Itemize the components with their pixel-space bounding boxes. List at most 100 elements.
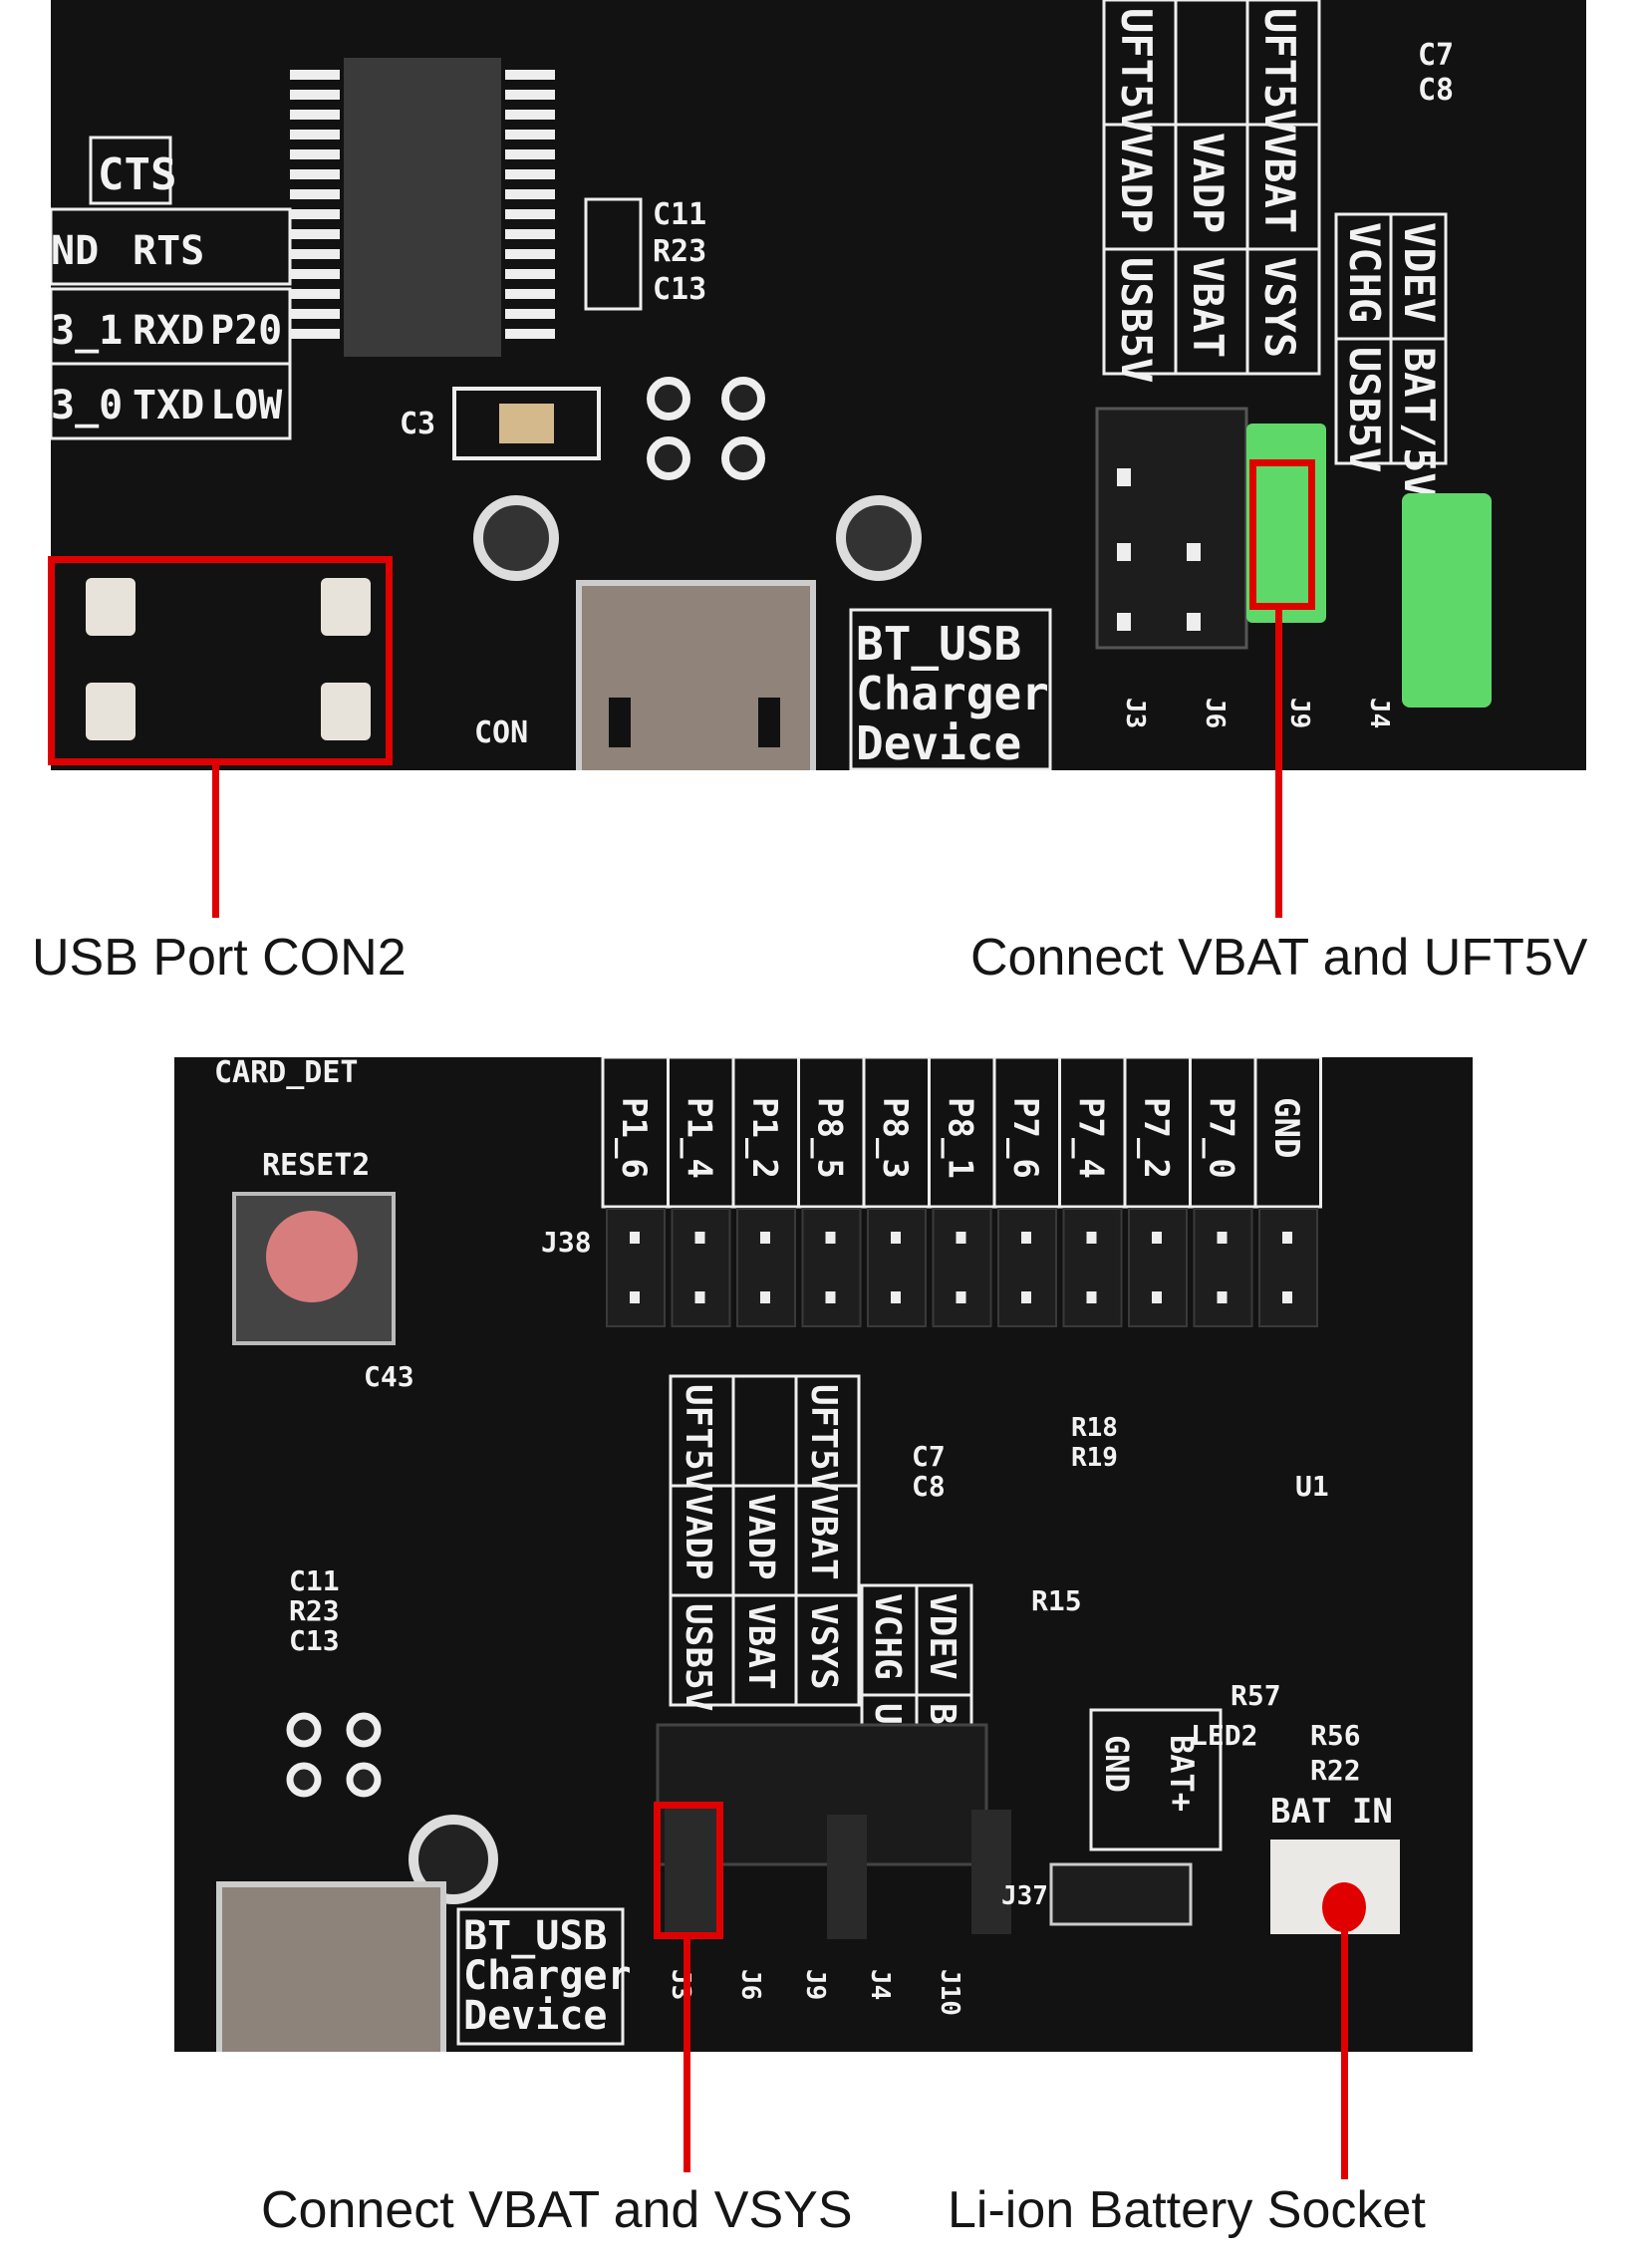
header-pin-marks	[1117, 468, 1201, 631]
header-pin-mark	[760, 1232, 770, 1244]
mounting-hole-right	[836, 495, 922, 581]
header-pin-label: GND	[1266, 1097, 1306, 1158]
header-pin	[1258, 1208, 1318, 1327]
jumper-label-vbat: VBAT	[803, 1494, 844, 1580]
green-jumper-bat5v	[1402, 493, 1492, 708]
jumper-label-vdev: VDEV	[1395, 222, 1444, 323]
header-pin-label: P8_5	[810, 1097, 850, 1179]
jumper-label-cell	[794, 1593, 861, 1707]
header-pin-label: P7_4	[1071, 1097, 1111, 1179]
header-pin-mark	[956, 1291, 966, 1303]
jumper-label-usb5v: USB5V	[678, 1603, 718, 1711]
jumper-label-vadp: VADP	[678, 1494, 718, 1580]
uart-rts: RTS	[133, 228, 204, 274]
header-pin-mark	[1152, 1232, 1162, 1244]
part-c43: C43	[364, 1360, 414, 1393]
con2-pads	[86, 578, 371, 740]
jumper-label-vbat: VBAT	[1255, 133, 1304, 233]
j37-header	[1049, 1862, 1193, 1926]
header-pin-mark	[1217, 1232, 1228, 1244]
bt-usb-device: Device	[856, 716, 1021, 770]
chip-pin	[505, 309, 555, 319]
header-pin	[997, 1208, 1057, 1327]
battery-label-box	[1089, 1708, 1223, 1851]
header-pin	[801, 1208, 862, 1327]
callout-line-usb-port	[212, 765, 219, 918]
header-pin-mark	[825, 1232, 836, 1244]
reset2-label: RESET2	[262, 1148, 370, 1183]
bt-usb-label: BT_USB	[463, 1913, 608, 1959]
ftdi-chip	[290, 58, 555, 357]
part-j3: J3	[1120, 698, 1150, 728]
chip-pin	[290, 209, 340, 219]
part-r23: R23	[289, 1594, 340, 1627]
chip-pin	[505, 289, 555, 299]
card-det-label: CARD_DET	[214, 1057, 359, 1090]
chip-pin	[290, 309, 340, 319]
micro-usb-connector	[216, 1881, 446, 2052]
header-pin	[867, 1208, 927, 1327]
uart-cts: CTS	[98, 149, 176, 200]
part-j37: J37	[1001, 1881, 1048, 1911]
header-pin-mark	[630, 1232, 640, 1244]
chip-pin	[290, 130, 340, 140]
header-pin	[1128, 1208, 1188, 1327]
uart-label-table	[51, 136, 292, 440]
header-pin-label: P1_4	[680, 1097, 719, 1179]
chip-pin	[290, 249, 340, 259]
micro-usb-connector	[576, 580, 816, 770]
jumper-label-usb5v: USB5V	[1340, 347, 1389, 472]
through-holes	[647, 377, 765, 480]
jumper-label-usb5v: USB5V	[1112, 257, 1161, 383]
c3-outline	[452, 387, 601, 460]
chip-pin	[505, 209, 555, 219]
chip-pin	[505, 329, 555, 339]
chip-pin	[505, 149, 555, 159]
bt-usb-label: BT_USB	[856, 617, 1021, 671]
chip-pin	[505, 70, 555, 80]
bt-usb-device: Device	[463, 1993, 608, 2039]
part-c11: C11	[289, 1564, 340, 1597]
highlight-usb-port-con2	[48, 556, 393, 765]
chip-pin	[505, 189, 555, 199]
part-c8: C8	[912, 1470, 946, 1503]
header-pin-label: P1_6	[614, 1097, 654, 1179]
bt-usb-charger: Charger	[463, 1953, 632, 1999]
part-c13: C13	[289, 1624, 340, 1657]
through-holes	[286, 1712, 382, 1798]
chip-pin	[290, 90, 340, 100]
bt-usb-box	[849, 608, 1052, 770]
uart-low: LOW	[210, 383, 283, 428]
callout-usb-port-con2: USB Port CON2	[32, 929, 407, 987]
header-pin-mark	[694, 1291, 705, 1303]
header-pin-mark	[956, 1232, 966, 1244]
chip-pin	[505, 130, 555, 140]
header-pin-mark	[1282, 1291, 1292, 1303]
header-pin-mark	[1086, 1291, 1097, 1303]
part-r56: R56	[1310, 1719, 1361, 1752]
part-j6: J6	[735, 1969, 765, 2000]
part-u1: U1	[1295, 1470, 1329, 1503]
part-c11: C11	[653, 197, 706, 232]
jumper-label-vdev: VDEV	[922, 1593, 962, 1680]
jumper-headers	[1095, 407, 1248, 650]
jumper-label-cell	[1389, 337, 1448, 465]
jumper-label-uft5v: UFT5V	[803, 1384, 844, 1492]
part-c7: C7	[1418, 38, 1454, 73]
callout-li-ion-battery-socket: Li-ion Battery Socket	[948, 2181, 1426, 2239]
c3-capacitor	[499, 404, 554, 443]
reset-button[interactable]	[232, 1192, 396, 1345]
uart-txd: TXD	[133, 383, 204, 428]
uart-nd: ND	[51, 228, 99, 274]
part-r57: R57	[1231, 1679, 1281, 1712]
uart-p20: P20	[210, 308, 282, 354]
chip-pin	[290, 110, 340, 120]
part-r23: R23	[653, 234, 706, 269]
header-pin	[932, 1208, 992, 1327]
header-pin-label: P8_1	[941, 1097, 980, 1179]
jumper-label-cell	[1245, 247, 1321, 376]
uart-3-1: 3_1	[51, 308, 123, 354]
part-con: CON	[474, 715, 528, 750]
